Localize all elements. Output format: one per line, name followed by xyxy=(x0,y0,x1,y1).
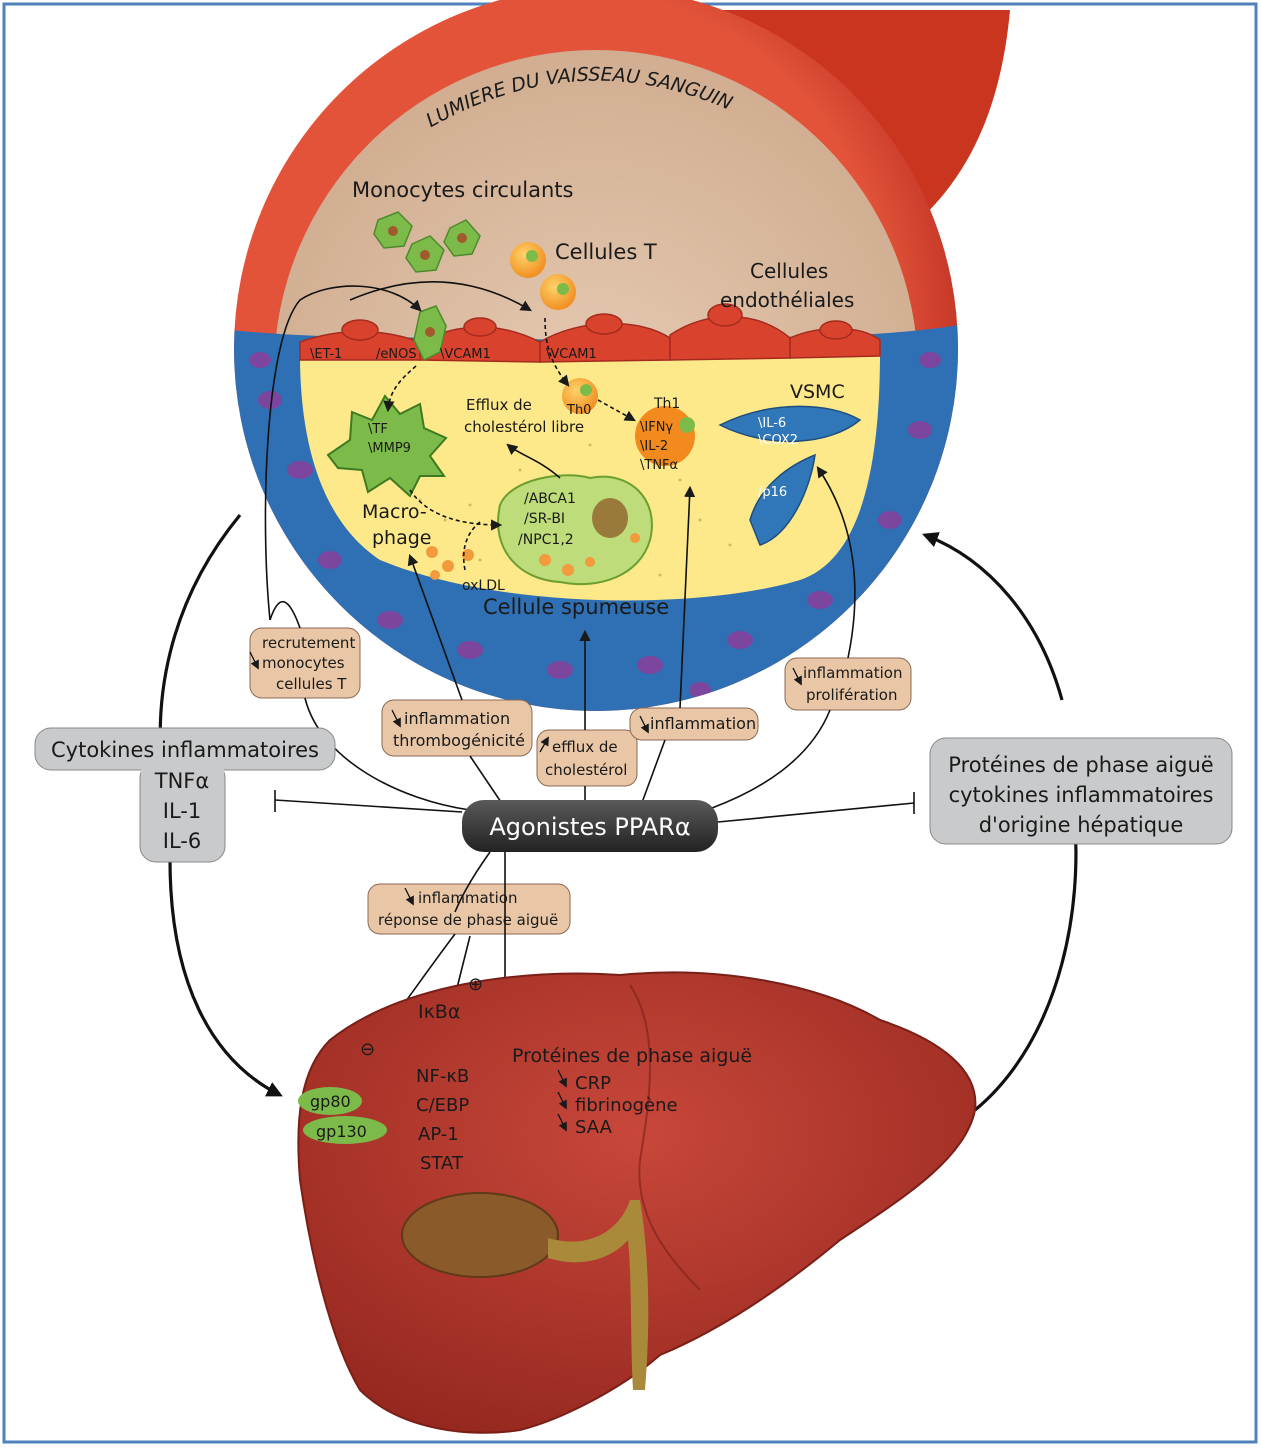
cox2-label: \COX2 xyxy=(758,433,798,448)
efflux-label-2: cholestérol libre xyxy=(464,418,584,436)
effect-inflammation: inflammation xyxy=(630,708,758,740)
acute-proteins-title: Protéines de phase aiguë xyxy=(512,1045,752,1067)
vcam1-label-a: \VCAM1 xyxy=(440,347,491,362)
svg-text:cytokines inflammatoires: cytokines inflammatoires xyxy=(949,783,1214,807)
svg-text:réponse de phase aiguë: réponse de phase aiguë xyxy=(378,911,558,929)
svg-text:inflammation: inflammation xyxy=(650,714,756,733)
tnfa-label: \TNFα xyxy=(640,458,678,473)
mmp9-label: \MMP9 xyxy=(368,441,411,456)
vcam1-label-b: \VCAM1 xyxy=(546,347,597,362)
protein-saa: SAA xyxy=(575,1117,613,1138)
cytokine-box: Cytokines inflammatoires TNFα IL-1 IL-6 xyxy=(35,728,335,862)
svg-text:d'origine hépatique: d'origine hépatique xyxy=(979,813,1184,837)
endothelial-label-1: Cellules xyxy=(750,259,828,283)
svg-text:prolifération: prolifération xyxy=(806,686,897,704)
effect-recruitment: recrutement monocytes cellules T xyxy=(250,628,360,698)
efflux-label-1: Efflux de xyxy=(466,396,532,414)
svg-text:Protéines de phase aiguë: Protéines de phase aiguë xyxy=(948,753,1213,777)
il2-label: \IL-2 xyxy=(640,439,668,454)
agonist-box: Agonistes PPARα xyxy=(462,800,718,852)
srbi-label: /SR-BI xyxy=(524,511,565,527)
p16-label: /p16 xyxy=(758,485,787,500)
liver xyxy=(298,972,975,1432)
foam-cell-label: Cellule spumeuse xyxy=(483,595,669,619)
svg-text:cholestérol: cholestérol xyxy=(545,761,627,779)
plus-sign: ⊕ xyxy=(468,974,483,995)
cytokine-title: Cytokines inflammatoires xyxy=(51,738,319,762)
et1-label: \ET-1 xyxy=(310,347,342,362)
gallbladder xyxy=(402,1193,558,1277)
minus-sign: ⊖ xyxy=(360,1039,375,1060)
svg-text:cellules T: cellules T xyxy=(276,675,347,693)
cytokine-il6: IL-6 xyxy=(163,829,201,853)
vsmc-label: VSMC xyxy=(790,381,845,403)
factor-ap1: AP-1 xyxy=(418,1124,459,1145)
gp80-receptor: gp80 xyxy=(298,1087,362,1115)
gp130-receptor: gp130 xyxy=(303,1116,387,1144)
agonist-label: Agonistes PPARα xyxy=(489,813,690,841)
svg-text:efflux de: efflux de xyxy=(552,738,618,756)
npc-label: /NPC1,2 xyxy=(518,532,574,548)
macrophage-label-1: Macro- xyxy=(362,501,427,523)
svg-text:gp130: gp130 xyxy=(316,1122,367,1141)
endothelial-label-2: endothéliales xyxy=(720,288,854,312)
tf-label: \TF xyxy=(368,422,388,437)
factor-stat: STAT xyxy=(420,1153,464,1174)
hepatic-proteins-box: Protéines de phase aiguë cytokines infla… xyxy=(930,738,1232,844)
ifn-label: \IFNγ xyxy=(640,420,673,435)
effect-inflammation-proliferation: inflammation prolifération xyxy=(785,658,911,710)
svg-text:inflammation: inflammation xyxy=(404,709,510,728)
svg-text:inflammation: inflammation xyxy=(418,889,517,907)
ikba-label: IκBα xyxy=(418,1001,460,1023)
enos-label: /eNOS xyxy=(376,347,417,362)
il6-label: \IL-6 xyxy=(758,416,786,431)
macrophage-label-2: phage xyxy=(372,527,432,549)
monocytes-label: Monocytes circulants xyxy=(352,178,573,202)
protein-crp: CRP xyxy=(575,1073,611,1094)
protein-fibrinogen: fibrinogène xyxy=(575,1095,678,1116)
th1-label: Th1 xyxy=(653,396,680,412)
svg-text:thrombogénicité: thrombogénicité xyxy=(393,731,525,750)
factor-nfkb: NF-κB xyxy=(416,1066,469,1087)
effect-acute-phase: inflammation réponse de phase aiguë xyxy=(368,884,570,934)
vessel-cross-section: LUMIERE DU VAISSEAU SANGUIN Monocytes ci… xyxy=(230,0,960,720)
cytokine-il1: IL-1 xyxy=(163,799,201,823)
svg-text:monocytes: monocytes xyxy=(262,654,345,672)
oxldl-label: oxLDL xyxy=(462,578,505,594)
svg-text:recrutement: recrutement xyxy=(262,634,355,652)
abca1-label: /ABCA1 xyxy=(524,491,576,507)
foam-cell-nucleus xyxy=(592,498,628,538)
effect-efflux: efflux de cholestérol xyxy=(537,730,637,786)
svg-text:gp80: gp80 xyxy=(310,1092,351,1111)
t-cells-label: Cellules T xyxy=(555,240,657,264)
svg-text:inflammation: inflammation xyxy=(803,664,902,682)
factor-cebp: C/EBP xyxy=(416,1095,469,1116)
cytokine-tnfa: TNFα xyxy=(154,769,209,793)
th0-label: Th0 xyxy=(566,403,591,418)
effect-inflammation-thrombogenicity: inflammation thrombogénicité xyxy=(382,700,532,756)
